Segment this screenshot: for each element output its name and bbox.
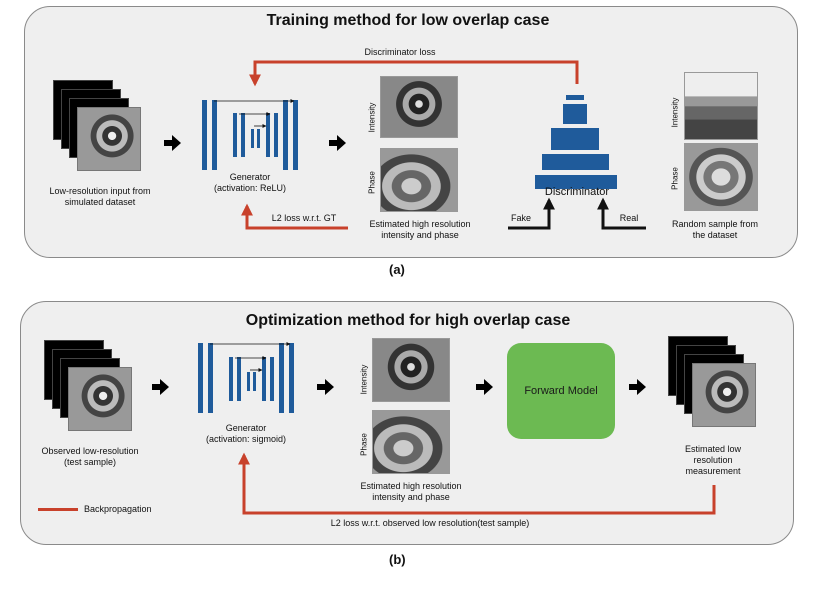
estimated-intensity-image-b <box>372 338 450 402</box>
generator-label-a: Generator(activation: ReLU) <box>213 172 287 193</box>
legend-line <box>38 508 78 511</box>
forward-model-box: Forward Model <box>507 343 615 439</box>
real-label: Real <box>619 213 639 223</box>
discriminator-loss-arrow <box>249 60 579 87</box>
estimated-phase-image-a <box>380 148 458 212</box>
fake-arrow <box>508 197 555 230</box>
estimated-phase-image-b <box>372 410 450 474</box>
block-arrows-a <box>164 135 346 151</box>
l2-loss-arrow-a <box>241 203 348 230</box>
panel-a-title: Training method for low overlap case <box>266 12 550 29</box>
output-image <box>692 363 756 427</box>
input-stack-b <box>44 340 144 440</box>
sample-phase-image <box>684 143 758 211</box>
skip-connections-a <box>214 99 295 128</box>
webcam-image-b <box>68 367 132 431</box>
estimated-intensity-image-a <box>380 76 458 138</box>
l2-loss-label-a: L2 loss w.r.t. GT <box>271 213 337 223</box>
forward-model-label: Forward Model <box>524 385 598 397</box>
caption-a: (a) <box>389 262 405 277</box>
output-stack-b <box>668 336 768 440</box>
legend-label: Backpropagation <box>84 504 152 514</box>
generator-label-b: Generator(activation: sigmoid) <box>205 423 287 444</box>
l2-loss-label-b: L2 loss w.r.t. observed low resolution(t… <box>330 518 530 528</box>
real-arrow <box>597 197 646 230</box>
sample-intensity-image <box>684 72 758 140</box>
skip-connections-b <box>210 342 291 372</box>
backprop-arrow-b <box>238 452 716 515</box>
discriminator-loss-label: Discriminator loss <box>364 47 436 57</box>
discriminator-label: Discriminator <box>544 186 610 198</box>
input-stack-a <box>53 80 153 180</box>
panel-b-title: Optimization method for high overlap cas… <box>245 312 571 329</box>
fake-label: Fake <box>510 213 531 223</box>
input-label-b: Observed low-resolution(test sample) <box>41 446 139 467</box>
block-arrows-b <box>152 379 646 395</box>
webcam-image <box>77 107 141 171</box>
caption-b: (b) <box>389 552 406 567</box>
